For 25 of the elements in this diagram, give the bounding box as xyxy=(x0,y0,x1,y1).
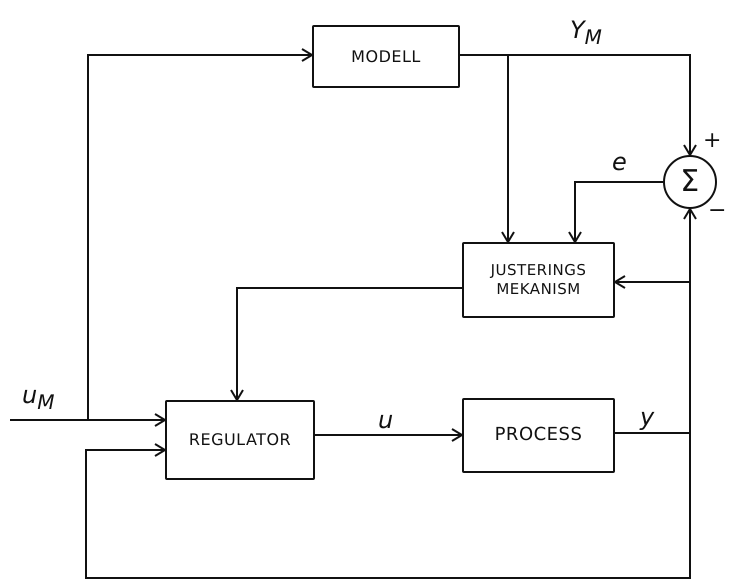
arrow xyxy=(230,287,462,401)
sign-label: + xyxy=(703,130,722,152)
summing-junction xyxy=(663,155,717,209)
arrow xyxy=(460,54,515,243)
block-label: JUSTERINGS MEKANISM xyxy=(488,261,588,299)
block-box xyxy=(462,242,615,318)
sign-label: − xyxy=(708,200,726,222)
arrow xyxy=(87,48,313,420)
signal-label: Y$_{M}$ xyxy=(570,18,602,47)
signal-label: e xyxy=(612,150,627,174)
block-box xyxy=(312,25,460,88)
block-label: Σ xyxy=(680,163,700,201)
block-label: REGULATOR xyxy=(188,430,292,450)
signal-label: y xyxy=(640,405,654,429)
block-box xyxy=(462,398,615,473)
arrow xyxy=(10,413,166,427)
arrow xyxy=(85,432,691,579)
signal-label: u xyxy=(378,408,394,432)
arrow xyxy=(315,428,463,442)
signal-label: u$_{M}$ xyxy=(22,383,54,412)
arrow xyxy=(568,181,663,243)
block-label: PROCESS xyxy=(494,424,582,447)
block-label: MODELL xyxy=(351,46,421,66)
block-box xyxy=(165,400,315,480)
arrow xyxy=(614,275,691,434)
